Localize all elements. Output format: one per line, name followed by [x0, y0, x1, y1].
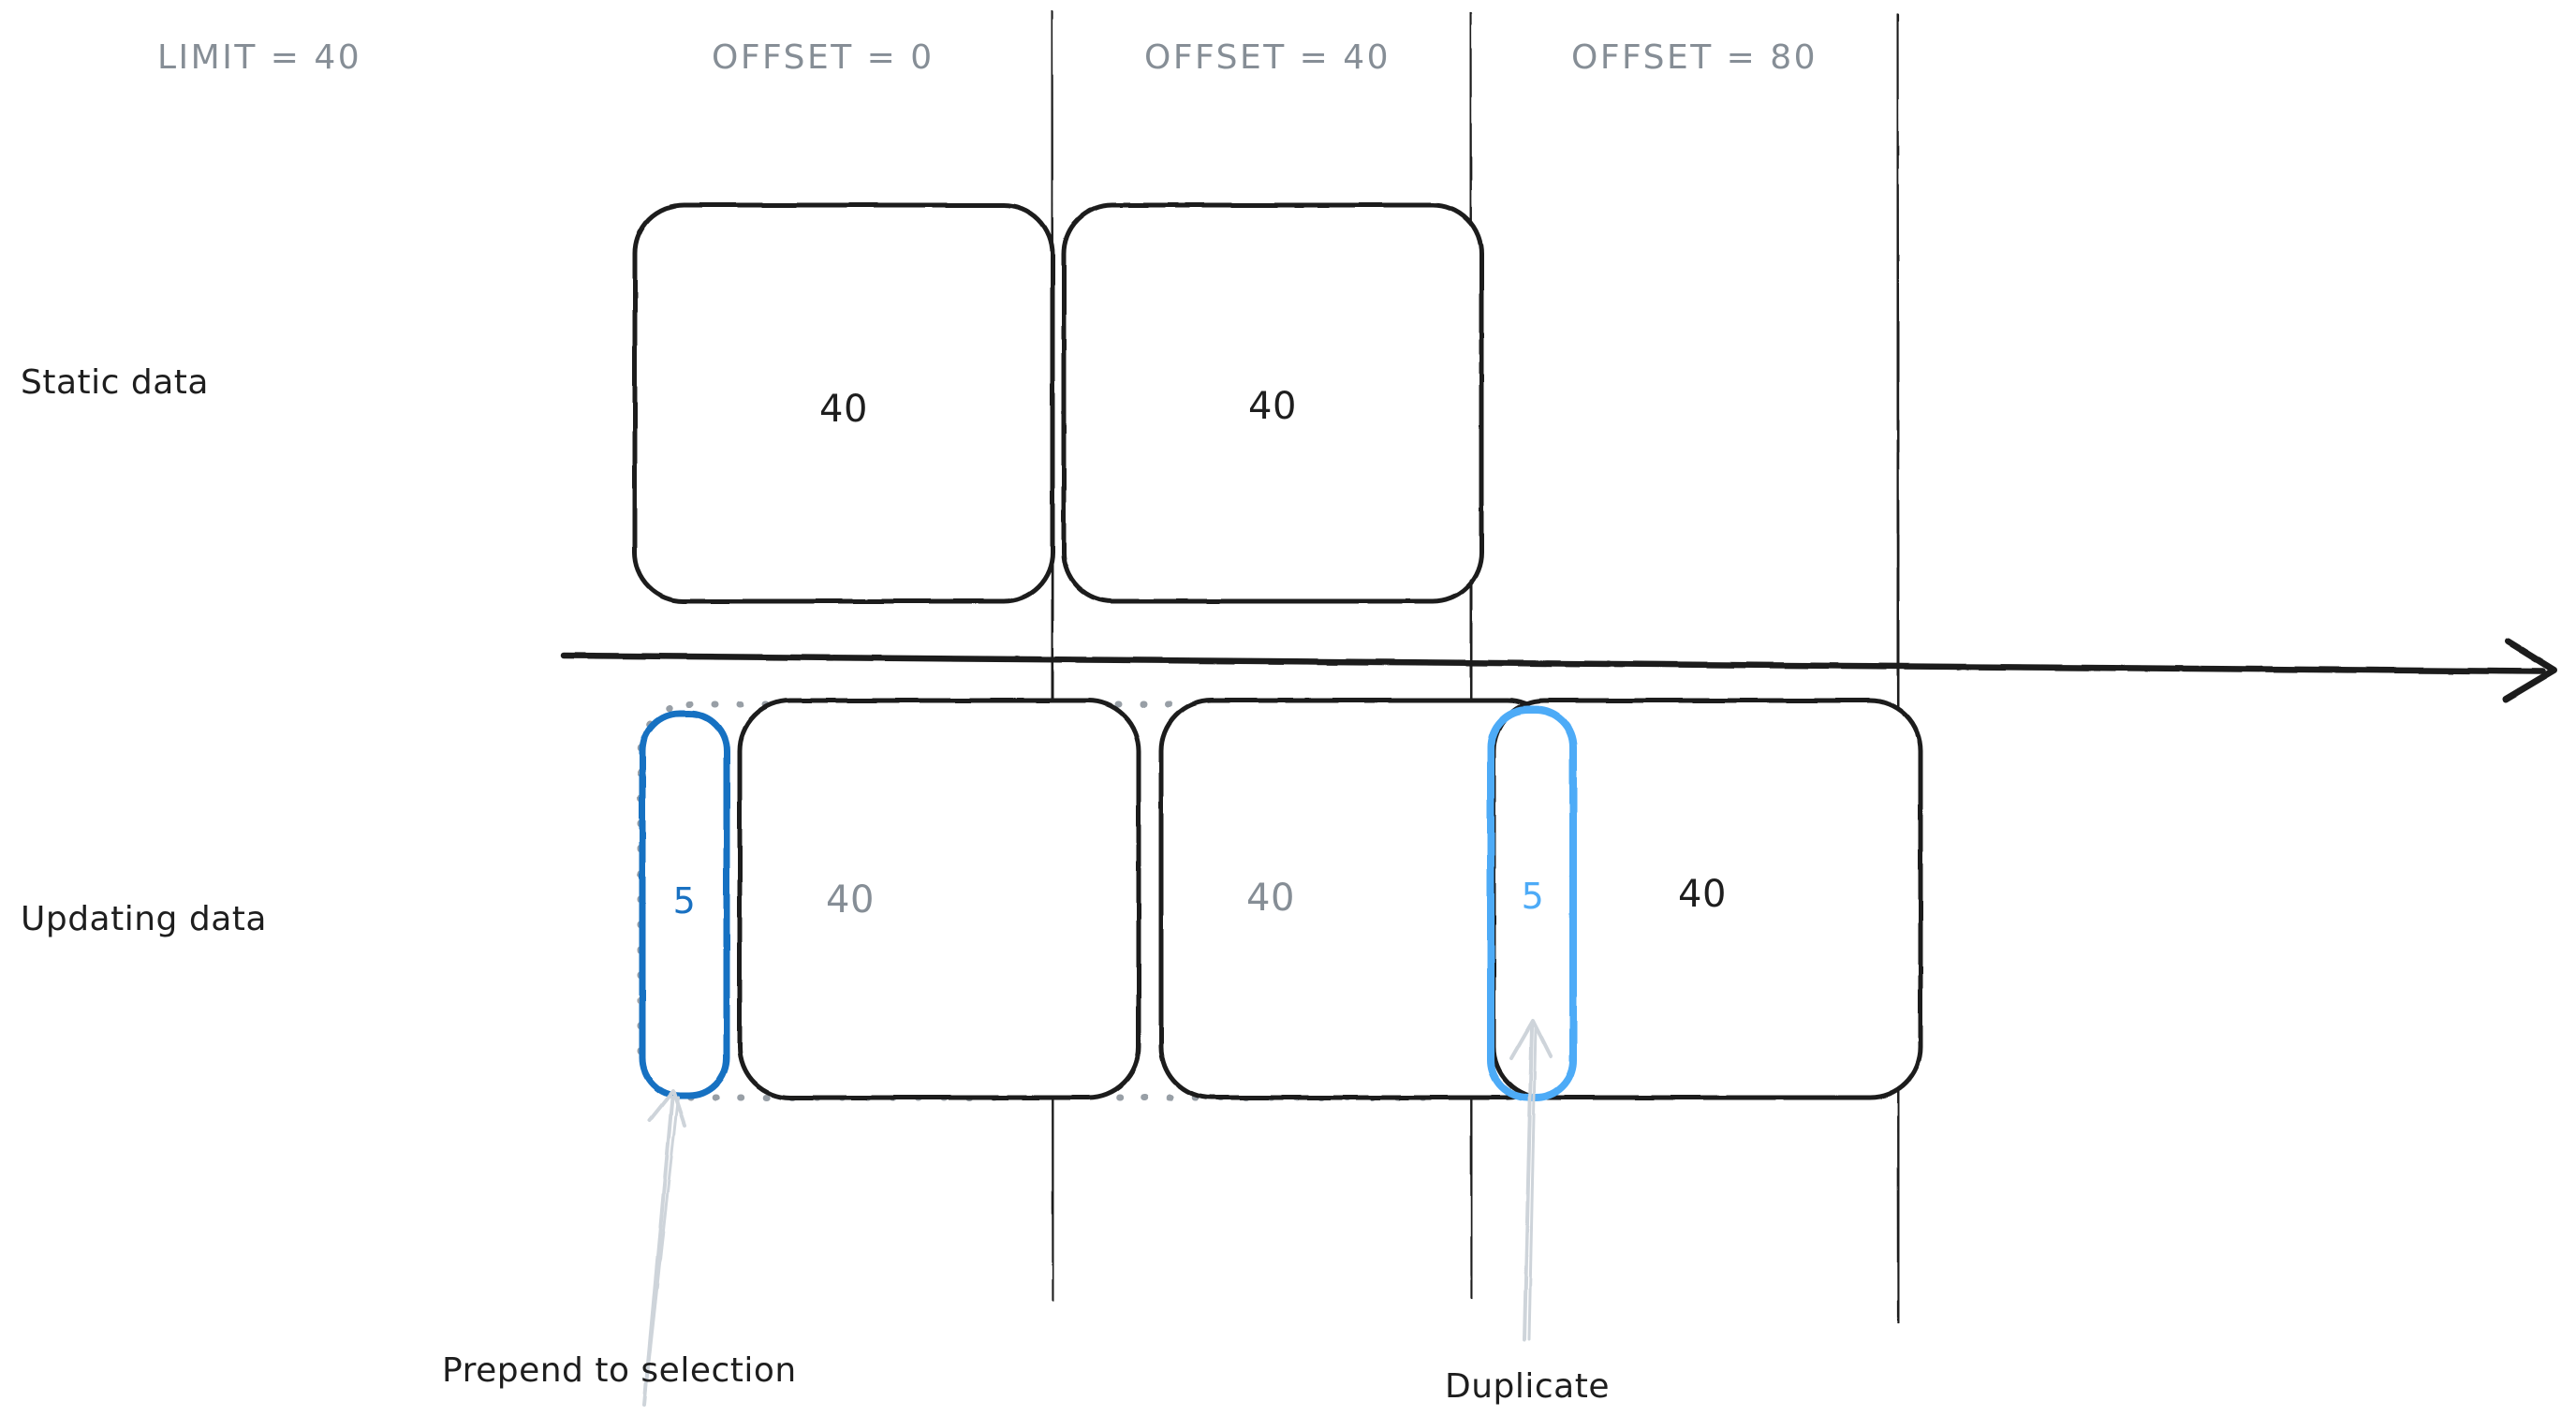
static-page-1-value: 40 [819, 388, 868, 431]
annotation-prepend: Prepend to selection [442, 1351, 797, 1390]
header-offset-0: OFFSET = 0 [712, 38, 935, 77]
annotation-duplicate: Duplicate [1445, 1367, 1611, 1406]
updating-page-2-value: 40 [1246, 877, 1295, 920]
timeline-axis [560, 638, 2558, 703]
static-page-2-box [1061, 202, 1484, 604]
column-divider-offset0 [1050, 9, 1055, 1302]
inserted-row-1-value: 5 [672, 880, 697, 922]
header-limit: LIMIT = 40 [157, 38, 362, 77]
prepend-leader-arrow [642, 1089, 686, 1407]
updating-page-3-value: 40 [1678, 873, 1727, 916]
static-page-1-box [632, 202, 1055, 604]
header-offset-40: OFFSET = 40 [1144, 38, 1391, 77]
row-label-updating: Updating data [21, 900, 267, 938]
static-page-2-value: 40 [1248, 385, 1297, 428]
updating-page-1-box [737, 698, 1141, 1100]
row-label-static: Static data [21, 363, 209, 402]
duplicate-leader-arrow [1509, 1019, 1553, 1341]
header-offset-80: OFFSET = 80 [1571, 38, 1818, 77]
column-divider-offset40 [1468, 11, 1474, 1300]
inserted-row-1-box [639, 710, 730, 1099]
updating-page-1-value: 40 [826, 878, 875, 922]
inserted-row-2-value: 5 [1521, 876, 1545, 917]
